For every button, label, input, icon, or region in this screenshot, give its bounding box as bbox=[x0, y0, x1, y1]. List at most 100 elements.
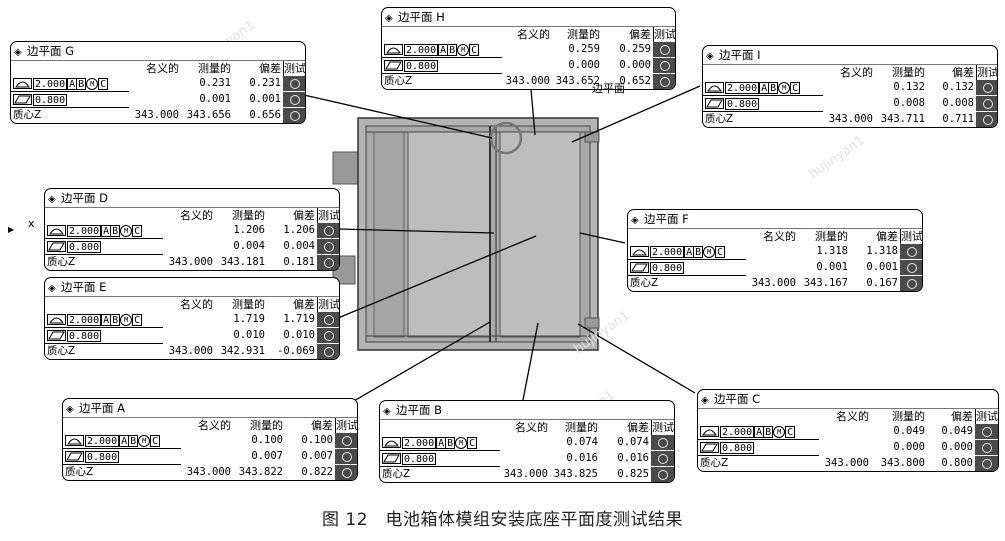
flatness-control-frame: 0.800 bbox=[11, 92, 129, 108]
flatness-tolerance: 0.800 bbox=[650, 261, 685, 274]
test-status bbox=[651, 467, 674, 482]
centroid-label: 质心Z bbox=[13, 109, 42, 121]
profile-measured: 0.231 bbox=[199, 77, 231, 89]
header-blank bbox=[380, 420, 500, 435]
figure-caption: 图 12 电池箱体模组安装底座平面度测试结果 bbox=[321, 510, 684, 530]
centroid-nominal: 343.000 bbox=[186, 466, 231, 478]
status-ring-icon bbox=[289, 94, 300, 105]
profile-measured: 0.100 bbox=[251, 434, 283, 446]
status-ring-icon bbox=[659, 44, 670, 55]
centroid-nominal: 343.000 bbox=[505, 75, 550, 87]
centroid-measured: 343.181 bbox=[220, 256, 265, 268]
test-status bbox=[651, 451, 674, 466]
profile-deviation: 0.132 bbox=[942, 81, 974, 93]
side-label: x bbox=[28, 217, 35, 230]
flatness-control-frame: 0.800 bbox=[45, 239, 163, 255]
feature-plane-icon: ◈ bbox=[706, 51, 714, 62]
flatness-icon bbox=[65, 451, 84, 462]
flatness-tolerance: 0.800 bbox=[402, 452, 437, 465]
status-ring-icon bbox=[982, 114, 993, 125]
header-blank bbox=[382, 27, 502, 42]
status-ring-icon bbox=[657, 469, 668, 480]
test-status bbox=[976, 112, 997, 127]
test-status bbox=[976, 96, 997, 111]
surface-profile-icon bbox=[705, 82, 724, 93]
flatness-deviation: 0.001 bbox=[249, 93, 281, 105]
flatness-tolerance: 0.800 bbox=[67, 329, 102, 342]
status-ring-icon bbox=[982, 98, 993, 109]
centroid-deviation: 0.652 bbox=[619, 75, 651, 87]
header-measured: 测量的 bbox=[198, 62, 231, 75]
flatness-deviation: 0.010 bbox=[283, 329, 315, 341]
flatness-icon bbox=[700, 442, 719, 453]
centroid-nominal: 343.000 bbox=[503, 468, 548, 480]
surface-profile-icon bbox=[47, 314, 66, 325]
status-ring-icon bbox=[906, 262, 917, 273]
centroid-nominal: 343.000 bbox=[751, 277, 796, 289]
test-status bbox=[651, 435, 674, 450]
surface-profile-icon bbox=[65, 435, 84, 446]
test-status bbox=[975, 456, 998, 471]
mmc-modifier-icon: M bbox=[773, 425, 786, 438]
header-test: 测试 bbox=[651, 420, 674, 435]
header-deviation: 偏差 bbox=[951, 410, 973, 423]
profile-measured: 1.719 bbox=[233, 313, 265, 325]
profile-nominal bbox=[181, 433, 233, 448]
mmc-modifier-icon: M bbox=[455, 436, 468, 449]
flatness-control-frame: 0.800 bbox=[380, 451, 500, 467]
test-status bbox=[317, 344, 339, 359]
header-blank bbox=[698, 409, 819, 424]
profile-tolerance: 2.000 bbox=[67, 313, 102, 326]
feature-plane-icon: ◈ bbox=[48, 194, 56, 205]
centroid-measured: 343.825 bbox=[553, 468, 598, 480]
profile-nominal bbox=[502, 42, 552, 57]
profile-tolerance: 2.000 bbox=[85, 434, 120, 447]
header-test: 测试 bbox=[317, 208, 340, 223]
flatness-control-frame: 0.800 bbox=[45, 328, 163, 344]
datum-c: C bbox=[790, 81, 801, 94]
test-status bbox=[317, 239, 339, 254]
header-measured: 测量的 bbox=[232, 209, 265, 222]
status-ring-icon bbox=[323, 241, 334, 252]
test-status bbox=[976, 80, 997, 95]
centroid-label: 质心Z bbox=[630, 277, 659, 289]
surface-profile-icon bbox=[382, 437, 401, 448]
header-measured: 测量的 bbox=[232, 298, 265, 311]
centroid-measured: 343.822 bbox=[238, 466, 283, 478]
profile-measured: 0.049 bbox=[893, 425, 925, 437]
status-ring-icon bbox=[981, 426, 992, 437]
profile-deviation: 1.719 bbox=[283, 313, 315, 325]
profile-nominal bbox=[500, 435, 550, 450]
datum-b: B bbox=[693, 245, 704, 258]
feature-plane-icon: ◈ bbox=[383, 406, 391, 417]
centroid-measured: 343.167 bbox=[803, 277, 848, 289]
surface-profile-icon bbox=[47, 225, 66, 236]
header-nominal: 名义的 bbox=[180, 209, 213, 222]
header-blank bbox=[63, 418, 181, 433]
header-measured: 测量的 bbox=[250, 419, 283, 432]
header-test: 测试 bbox=[900, 229, 923, 244]
profile-nominal bbox=[163, 312, 215, 327]
centroid-nominal: 343.000 bbox=[134, 109, 179, 121]
centroid-label: 质心Z bbox=[700, 457, 729, 469]
status-ring-icon bbox=[341, 435, 352, 446]
flatness-control-frame: 0.800 bbox=[628, 260, 746, 276]
status-ring-icon bbox=[323, 346, 334, 357]
test-status bbox=[653, 58, 675, 73]
flatness-deviation: 0.000 bbox=[941, 441, 973, 453]
status-ring-icon bbox=[341, 467, 352, 478]
status-ring-icon bbox=[981, 442, 992, 453]
test-status bbox=[335, 465, 357, 480]
header-blank bbox=[45, 208, 163, 223]
flatness-measured: 0.008 bbox=[893, 97, 925, 109]
header-nominal: 名义的 bbox=[180, 298, 213, 311]
profile-deviation: 0.231 bbox=[249, 77, 281, 89]
mmc-modifier-icon: M bbox=[138, 434, 151, 447]
profile-nominal bbox=[746, 244, 798, 259]
